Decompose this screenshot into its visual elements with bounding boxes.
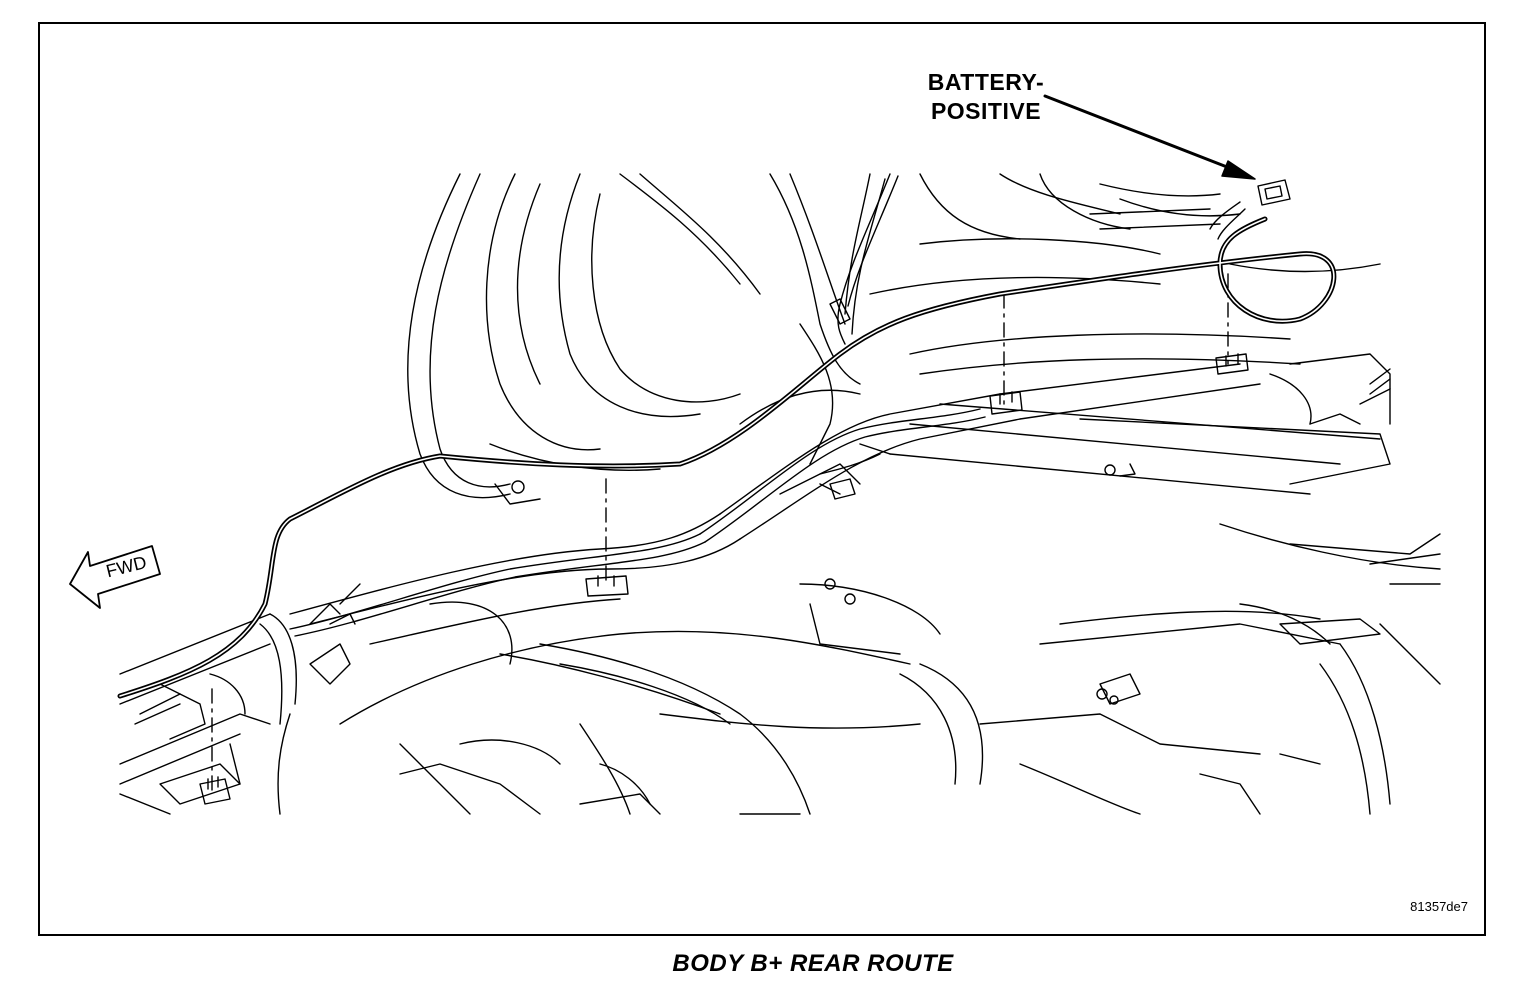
vehicle-body-line-art bbox=[69, 94, 1441, 815]
figure-id: 81357de7 bbox=[1410, 899, 1468, 914]
retaining-clips bbox=[199, 353, 1249, 805]
battery-positive-cable-inner bbox=[119, 218, 1335, 697]
left-tail-panel bbox=[119, 613, 356, 815]
battery-positive-cable bbox=[117, 216, 1337, 699]
rear-pillar-structure bbox=[739, 173, 1131, 465]
fwd-arrow bbox=[69, 545, 161, 609]
battery-callout-arrowhead bbox=[1221, 160, 1256, 180]
callout-battery-positive-line2: POSITIVE bbox=[930, 98, 1042, 124]
left-quarter-panel bbox=[407, 173, 761, 505]
figure-caption: BODY B+ REAR ROUTE bbox=[672, 950, 954, 977]
battery-callout-arrow bbox=[1043, 94, 1247, 176]
diagram-frame: BATTERY- POSITIVE FWD 81357de7 bbox=[38, 22, 1486, 936]
secondary-line-bundle bbox=[289, 408, 986, 637]
battery-positive-terminal bbox=[1209, 179, 1291, 240]
small-harness bbox=[829, 173, 1381, 345]
callout-battery-positive-line1: BATTERY- bbox=[927, 69, 1045, 95]
rear-floor-pan bbox=[339, 523, 1441, 815]
floor-rails bbox=[289, 363, 1261, 625]
right-floor-structure bbox=[869, 183, 1391, 495]
clip-leader-lines bbox=[211, 273, 1229, 795]
